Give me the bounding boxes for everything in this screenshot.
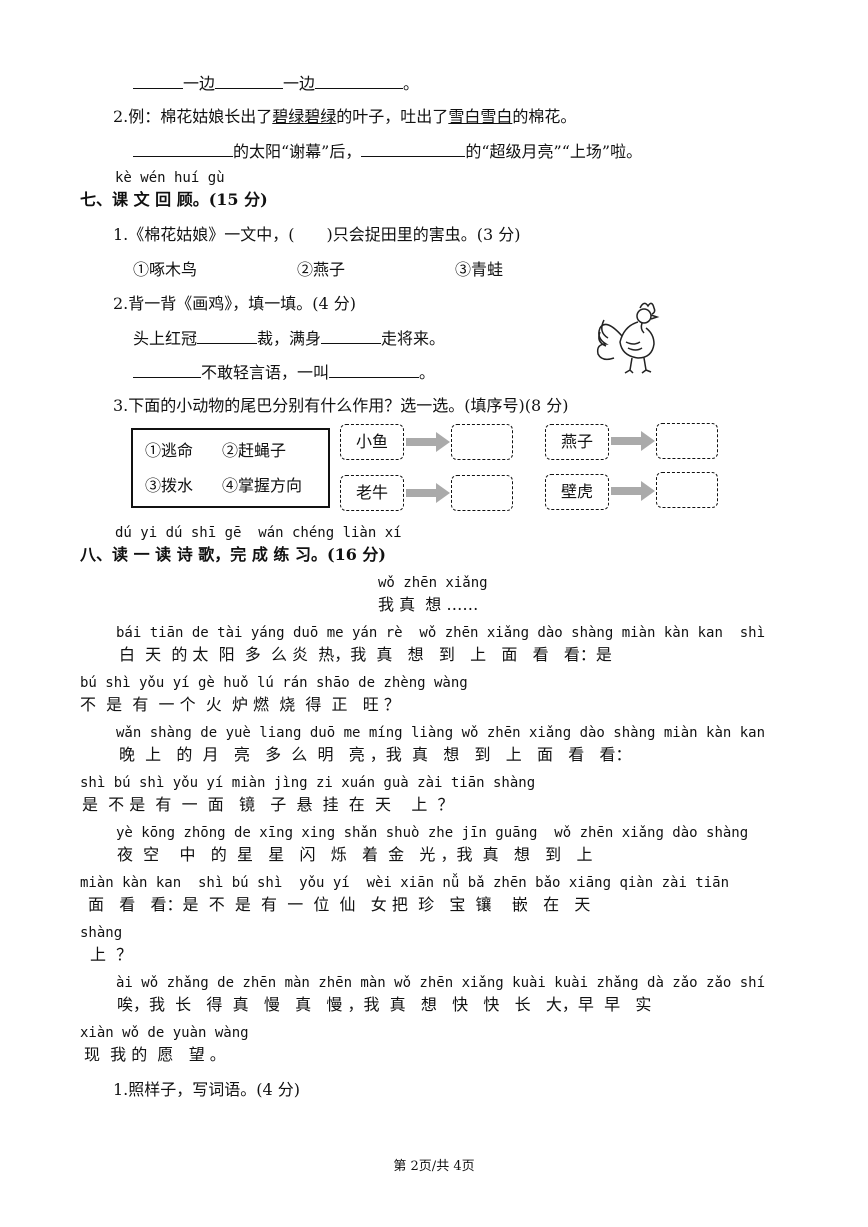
q7-2: 2.背一背《画鸡》，填一填。(4 分) [113, 294, 357, 313]
example-sentence: 2.例：棉花姑娘长出了碧绿碧绿的叶子，吐出了雪白雪白的棉花。 [113, 107, 577, 126]
fill-line-1: 一边一边。 [133, 70, 419, 94]
arrow-right-icon [611, 431, 655, 451]
poem-pinyin-9: xiàn wǒ de yuàn wàng [80, 1025, 249, 1041]
poem-pinyin-8: ài wǒ zhǎng de zhēn màn zhēn màn wǒ zhēn… [116, 975, 766, 991]
answer-box-gecko[interactable] [656, 472, 718, 508]
blank[interactable] [197, 329, 258, 344]
blank[interactable] [361, 142, 466, 157]
blank[interactable] [315, 74, 404, 89]
option-2[interactable]: ②燕子 [297, 260, 346, 279]
poem-text-2: 不 是 有 一 个 火 炉 燃 烧 得 正 旺 ？ [80, 695, 400, 714]
rooster-icon [596, 302, 660, 374]
poem-pinyin-6: miàn kàn kan shì bú shì yǒu yí wèi xiān … [80, 875, 730, 891]
arrow-right-icon [406, 483, 450, 503]
blank[interactable] [215, 74, 284, 89]
option-1[interactable]: ①啄木鸟 [133, 260, 198, 279]
poem-pinyin-4: shì bú shì yǒu yí miàn jìng zi xuán guà … [80, 775, 536, 791]
poem-text-5: 夜 空 中 的 星 星 闪 烁 着 金 光 ，我 真 想 到 上 [117, 845, 593, 864]
answer-box-swallow[interactable] [656, 423, 718, 459]
q7-3: 3.下面的小动物的尾巴分别有什么作用？选一选。(填序号)(8 分) [113, 396, 569, 415]
blank[interactable] [321, 329, 382, 344]
section-8-pinyin: dú yi dú shī gē wán chéng liàn xí [115, 525, 402, 541]
option-3[interactable]: ③青蛙 [455, 260, 504, 279]
blank[interactable] [133, 142, 233, 157]
poem-title-pinyin: wǒ zhēn xiǎng [378, 575, 488, 591]
poem-pinyin-2: bú shì yǒu yí gè huǒ lú rán shāo de zhèn… [80, 675, 468, 691]
poem-line-2: 不敢轻言语，一叫。 [133, 359, 435, 383]
blank[interactable] [133, 74, 183, 89]
animal-box-gecko: 壁虎 [545, 474, 609, 510]
animal-box-fish: 小鱼 [340, 424, 404, 460]
tail-option-4: ④掌握方向 [222, 476, 303, 495]
blank[interactable] [133, 363, 201, 378]
poem-text-7: 上 ？ [90, 945, 133, 964]
q8-1: 1.照样子，写词语。(4 分) [113, 1080, 301, 1099]
answer-box-fish[interactable] [451, 424, 513, 460]
poem-pinyin-1: bái tiān de tài yáng duō me yán rè wǒ zh… [116, 625, 766, 641]
blank[interactable] [329, 363, 420, 378]
arrow-right-icon [611, 481, 655, 501]
section-7-pinyin: kè wén huí gù [115, 170, 225, 186]
poem-text-8: 唉，我 长 得 真 慢 真 慢 ，我 真 想 快 快 长 大，早 早 实 [117, 995, 652, 1014]
animal-box-ox: 老牛 [340, 475, 404, 511]
animal-box-swallow: 燕子 [545, 424, 609, 460]
answer-box-ox[interactable] [451, 475, 513, 511]
arrow-right-icon [406, 432, 450, 452]
poem-text-1: 白 天 的 太 阳 多 么 炎 热，我 真 想 到 上 面 看 看：是 [119, 645, 612, 664]
poem-pinyin-3: wǎn shàng de yuè liang duō me míng liàng… [116, 725, 766, 741]
poem-pinyin-7: shàng [80, 925, 123, 941]
options-box [131, 428, 330, 508]
poem-text-3: 晚 上 的 月 亮 多 么 明 亮 ，我 真 想 到 上 面 看 看： [119, 745, 632, 764]
section-7-title: 七、课 文 回 顾。(15 分) [80, 190, 268, 209]
poem-text-4: 是 不 是 有 一 面 镜 子 悬 挂 在 天 上 ？ [82, 795, 454, 814]
poem-pinyin-5: yè kōng zhōng de xīng xing shǎn shuò zhe… [116, 825, 749, 841]
poem-text-9: 现 我 的 愿 望 。 [84, 1045, 226, 1064]
section-8-title: 八、读 一 读 诗 歌，完 成 练 习。(16 分) [80, 545, 386, 564]
tail-option-2: ②赶蝇子 [222, 441, 287, 460]
tail-option-1: ①逃命 [145, 441, 194, 460]
tail-option-3: ③拨水 [145, 476, 194, 495]
poem-text-6: 面 看 看：是 不 是 有 一 位 仙 女 把 珍 宝 镶 嵌 在 天 [88, 895, 591, 914]
poem-line-1: 头上红冠裁，满身走将来。 [133, 329, 446, 348]
page-footer: 第 2页/共 4页 [393, 1159, 475, 1174]
poem-title: 我 真 想 …… [378, 595, 479, 614]
fill-line-2: 的太阳“谢幕”后，的“超级月亮”“上场”啦。 [133, 138, 642, 162]
q7-1: 1.《棉花姑娘》一文中，( )只会捉田里的害虫。(3 分) [113, 225, 521, 244]
